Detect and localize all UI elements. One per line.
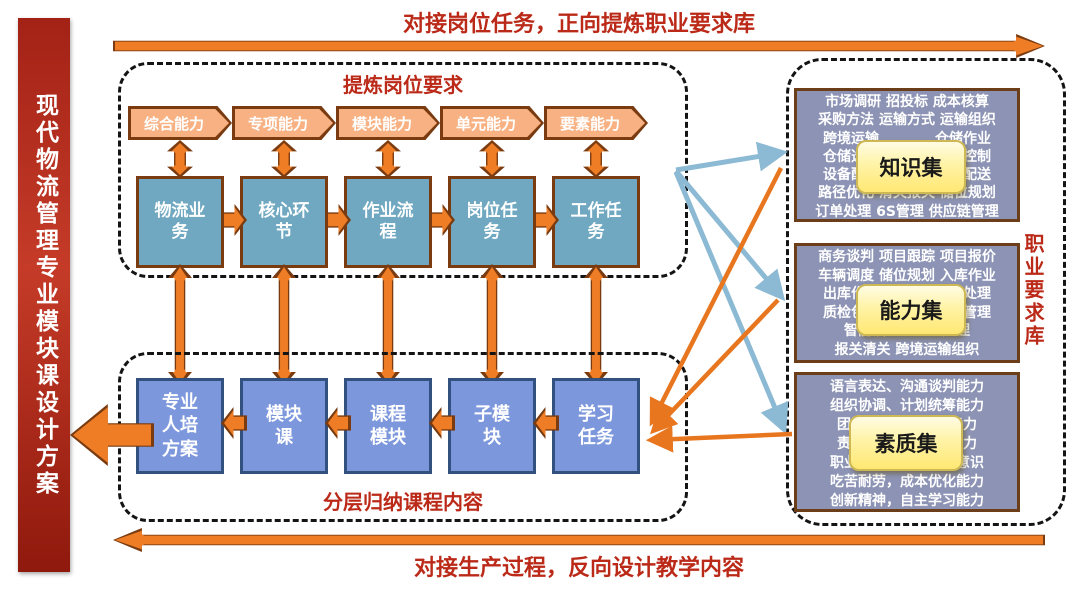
forward-flow-label: 对接岗位任务，正向提炼职业要求库 xyxy=(402,12,755,37)
chevron-label: 要素能力 xyxy=(559,114,620,133)
capability-chevron: 专项能力 xyxy=(232,106,336,140)
info-line: 创新精神，自主学习能力 xyxy=(830,493,984,509)
job-analysis-box: 作业流程 xyxy=(344,176,432,268)
capability-chevron: 要素能力 xyxy=(544,106,648,140)
course-box: 子模块 xyxy=(448,378,536,474)
job-requirement-title: 提炼岗位要求 xyxy=(343,73,463,97)
course-content-title: 分层归纳课程内容 xyxy=(323,490,483,514)
ability-set-label: 能力集 xyxy=(856,284,966,336)
blue-connector-knowledge xyxy=(675,141,788,173)
info-line: 组织协调、计划统筹能力 xyxy=(830,398,984,414)
chevron-label: 专项能力 xyxy=(247,114,308,133)
backward-flow-label: 对接生产过程，反向设计教学内容 xyxy=(413,556,744,581)
course-box-label: 学习任务 xyxy=(578,403,614,448)
knowledge-set-label: 知识集 xyxy=(856,140,966,194)
quality-set-label: 素质集 xyxy=(849,415,963,471)
info-line: 商务谈判 项目跟踪 项目报价 xyxy=(818,249,996,265)
info-line: 市场调研 招投标 成本核算 xyxy=(825,94,989,110)
course-box-label: 模块课 xyxy=(266,403,302,448)
backward-flow-arrow xyxy=(113,528,1045,552)
job-analysis-label: 核心环节 xyxy=(258,200,310,242)
course-box: 课程模块 xyxy=(344,378,432,474)
program-title: 现代物流管理专业模块课设计方案 xyxy=(31,92,58,498)
chevron-label: 单元能力 xyxy=(455,114,516,133)
job-analysis-box: 物流业务 xyxy=(136,176,224,268)
info-line: 语言表达、沟通谈判能力 xyxy=(830,379,984,395)
blue-connector-quality xyxy=(673,171,789,435)
capability-chevron: 单元能力 xyxy=(440,106,544,140)
job-analysis-label: 作业流程 xyxy=(362,200,414,242)
job-analysis-box: 岗位任务 xyxy=(448,176,536,268)
info-line: 车辆调度 储位规划 入库作业 xyxy=(818,267,996,284)
course-box-label: 课程模块 xyxy=(370,403,406,448)
blue-connector-ability xyxy=(674,169,786,302)
job-analysis-box: 核心环节 xyxy=(240,176,328,268)
course-box: 学习任务 xyxy=(552,378,640,474)
program-title-bar: 现代物流管理专业模块课设计方案 xyxy=(18,18,70,572)
course-box: 模块课 xyxy=(240,378,328,474)
capability-chevron: 模块能力 xyxy=(336,106,440,140)
course-box-label: 子模块 xyxy=(474,403,510,448)
capability-chevron: 综合能力 xyxy=(128,106,232,140)
job-analysis-label: 工作任务 xyxy=(570,200,622,242)
chevron-label: 模块能力 xyxy=(351,114,412,133)
info-line: 报关清关 跨境运输组织 xyxy=(834,341,980,358)
info-line: 吃苦耐劳，成本优化能力 xyxy=(830,474,984,490)
job-analysis-box: 工作任务 xyxy=(552,176,640,268)
chevron-label: 综合能力 xyxy=(143,114,204,133)
requirement-library-group xyxy=(786,58,1066,526)
info-line: 订单处理 6S管理 供应链管理 xyxy=(815,203,999,220)
job-analysis-label: 岗位任务 xyxy=(466,200,518,242)
requirement-library-title: 职业要求库 xyxy=(1021,233,1045,348)
job-analysis-label: 物流业务 xyxy=(154,200,206,242)
info-line: 采购方法 运输方式 运输组织 xyxy=(818,112,996,129)
course-box-label: 专业人培方案 xyxy=(162,391,198,460)
